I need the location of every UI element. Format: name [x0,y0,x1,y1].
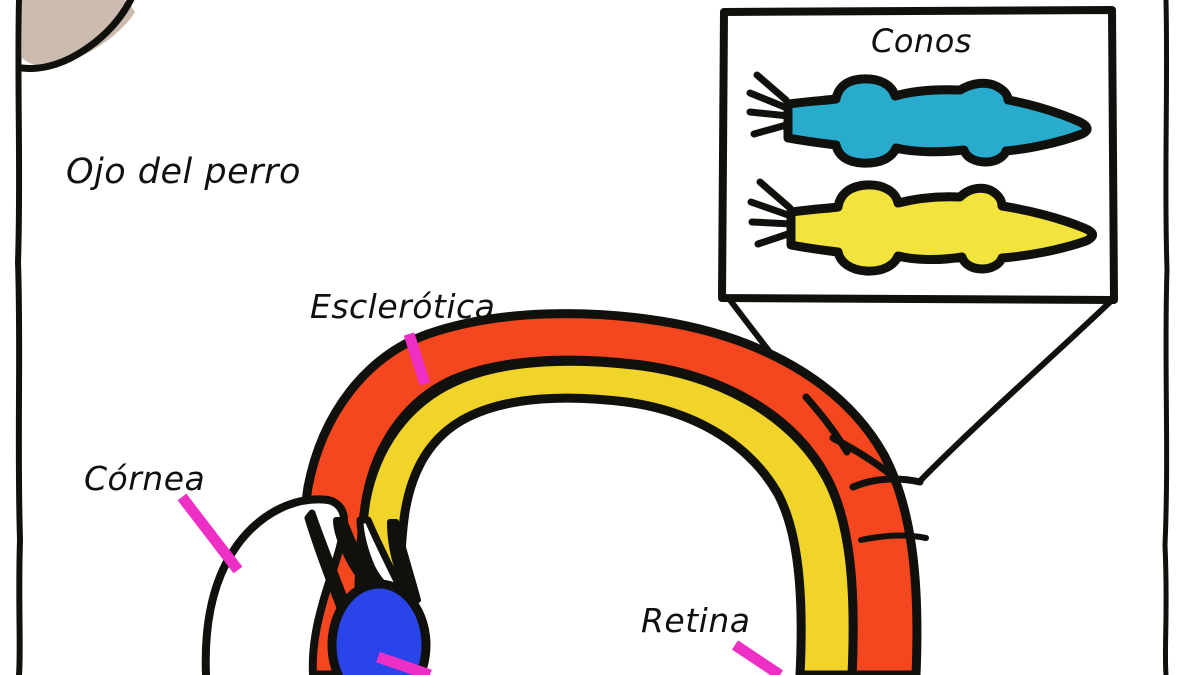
leader-lens [376,651,432,675]
label-retina: Retina [641,601,751,640]
retina-layer [354,356,858,675]
dog-head-silhouette [18,0,135,72]
leader-sclera [403,332,431,386]
leader-retina [731,640,784,675]
sclera-magnified-patch [802,393,929,543]
leader-lines [177,332,784,675]
label-conos-inset-title: Conos [871,22,972,60]
cone-cell-cyan [746,71,1092,168]
leader-cornea [177,493,243,574]
cone-cell-yellow [747,178,1097,276]
label-cornea: Córnea [84,459,206,498]
cornea-layer [201,495,348,675]
lens [327,579,431,675]
page-frame [14,0,1170,675]
page-title: Ojo del perro [66,152,301,192]
label-sclera: Esclerótica [310,287,496,326]
